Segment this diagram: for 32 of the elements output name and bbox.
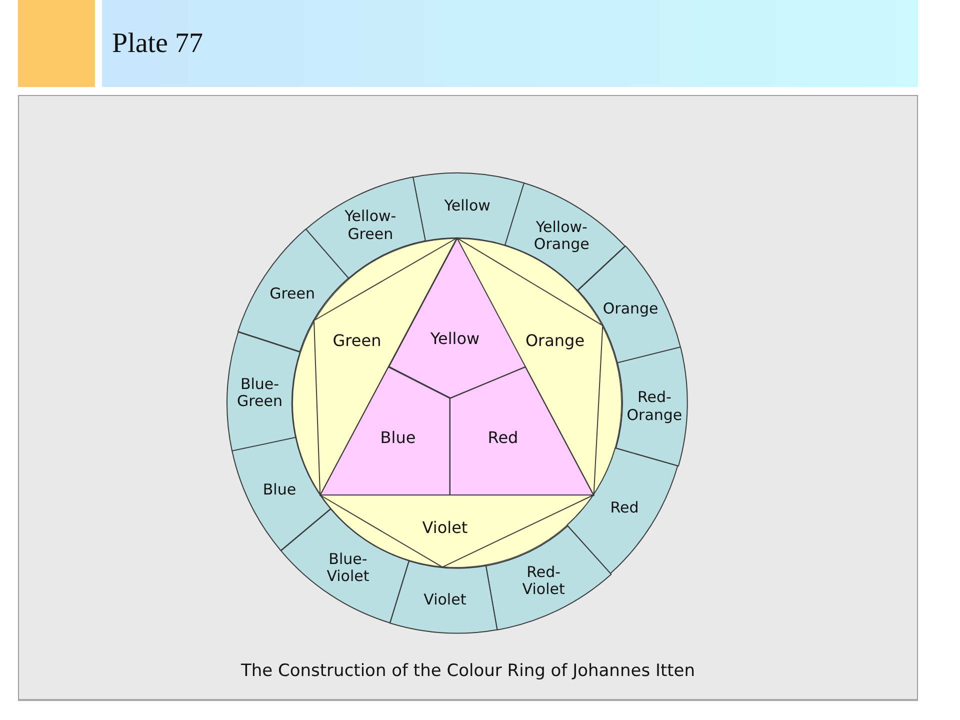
- ring-segment: [614, 346, 688, 468]
- segment-label: Yellow: [444, 197, 490, 214]
- ring-segment: [504, 182, 626, 292]
- segment-label: Yellow-Green: [344, 208, 396, 243]
- ring-segment: [484, 524, 612, 630]
- region-label: Violet: [422, 518, 468, 538]
- triangle-section: [319, 366, 451, 496]
- ring-segment: [226, 330, 302, 452]
- ring-segment: [305, 176, 426, 280]
- ring-segment: [388, 560, 498, 634]
- segment-label: Blue-Violet: [326, 550, 370, 585]
- triangle-section: [449, 366, 595, 496]
- ring-segment: [231, 436, 332, 552]
- title: Plate 77: [112, 28, 203, 60]
- segment-label: Blue-Green: [237, 375, 282, 410]
- segment-label: Orange: [602, 300, 658, 318]
- ring-segment: [566, 447, 680, 575]
- segment-label: Violet: [424, 591, 466, 609]
- region-label: Red: [488, 428, 518, 448]
- region-label: Yellow: [430, 330, 480, 348]
- segment-label: Red-Orange: [626, 389, 682, 424]
- segment-label: Red-Violet: [522, 563, 565, 598]
- segment-label: Blue: [262, 480, 296, 498]
- segment-label: Green: [270, 285, 316, 303]
- region-label: Blue: [380, 428, 416, 448]
- ring-segment: [412, 172, 526, 246]
- segment-label: Yellow-Orange: [534, 218, 590, 253]
- region-label: Green: [332, 332, 382, 350]
- caption: The Construction of the Colour Ring of Johannes Itten: [240, 661, 696, 681]
- region-label: Orange: [525, 332, 585, 350]
- ring-segment: [280, 508, 410, 624]
- segment-label: Red: [610, 499, 639, 516]
